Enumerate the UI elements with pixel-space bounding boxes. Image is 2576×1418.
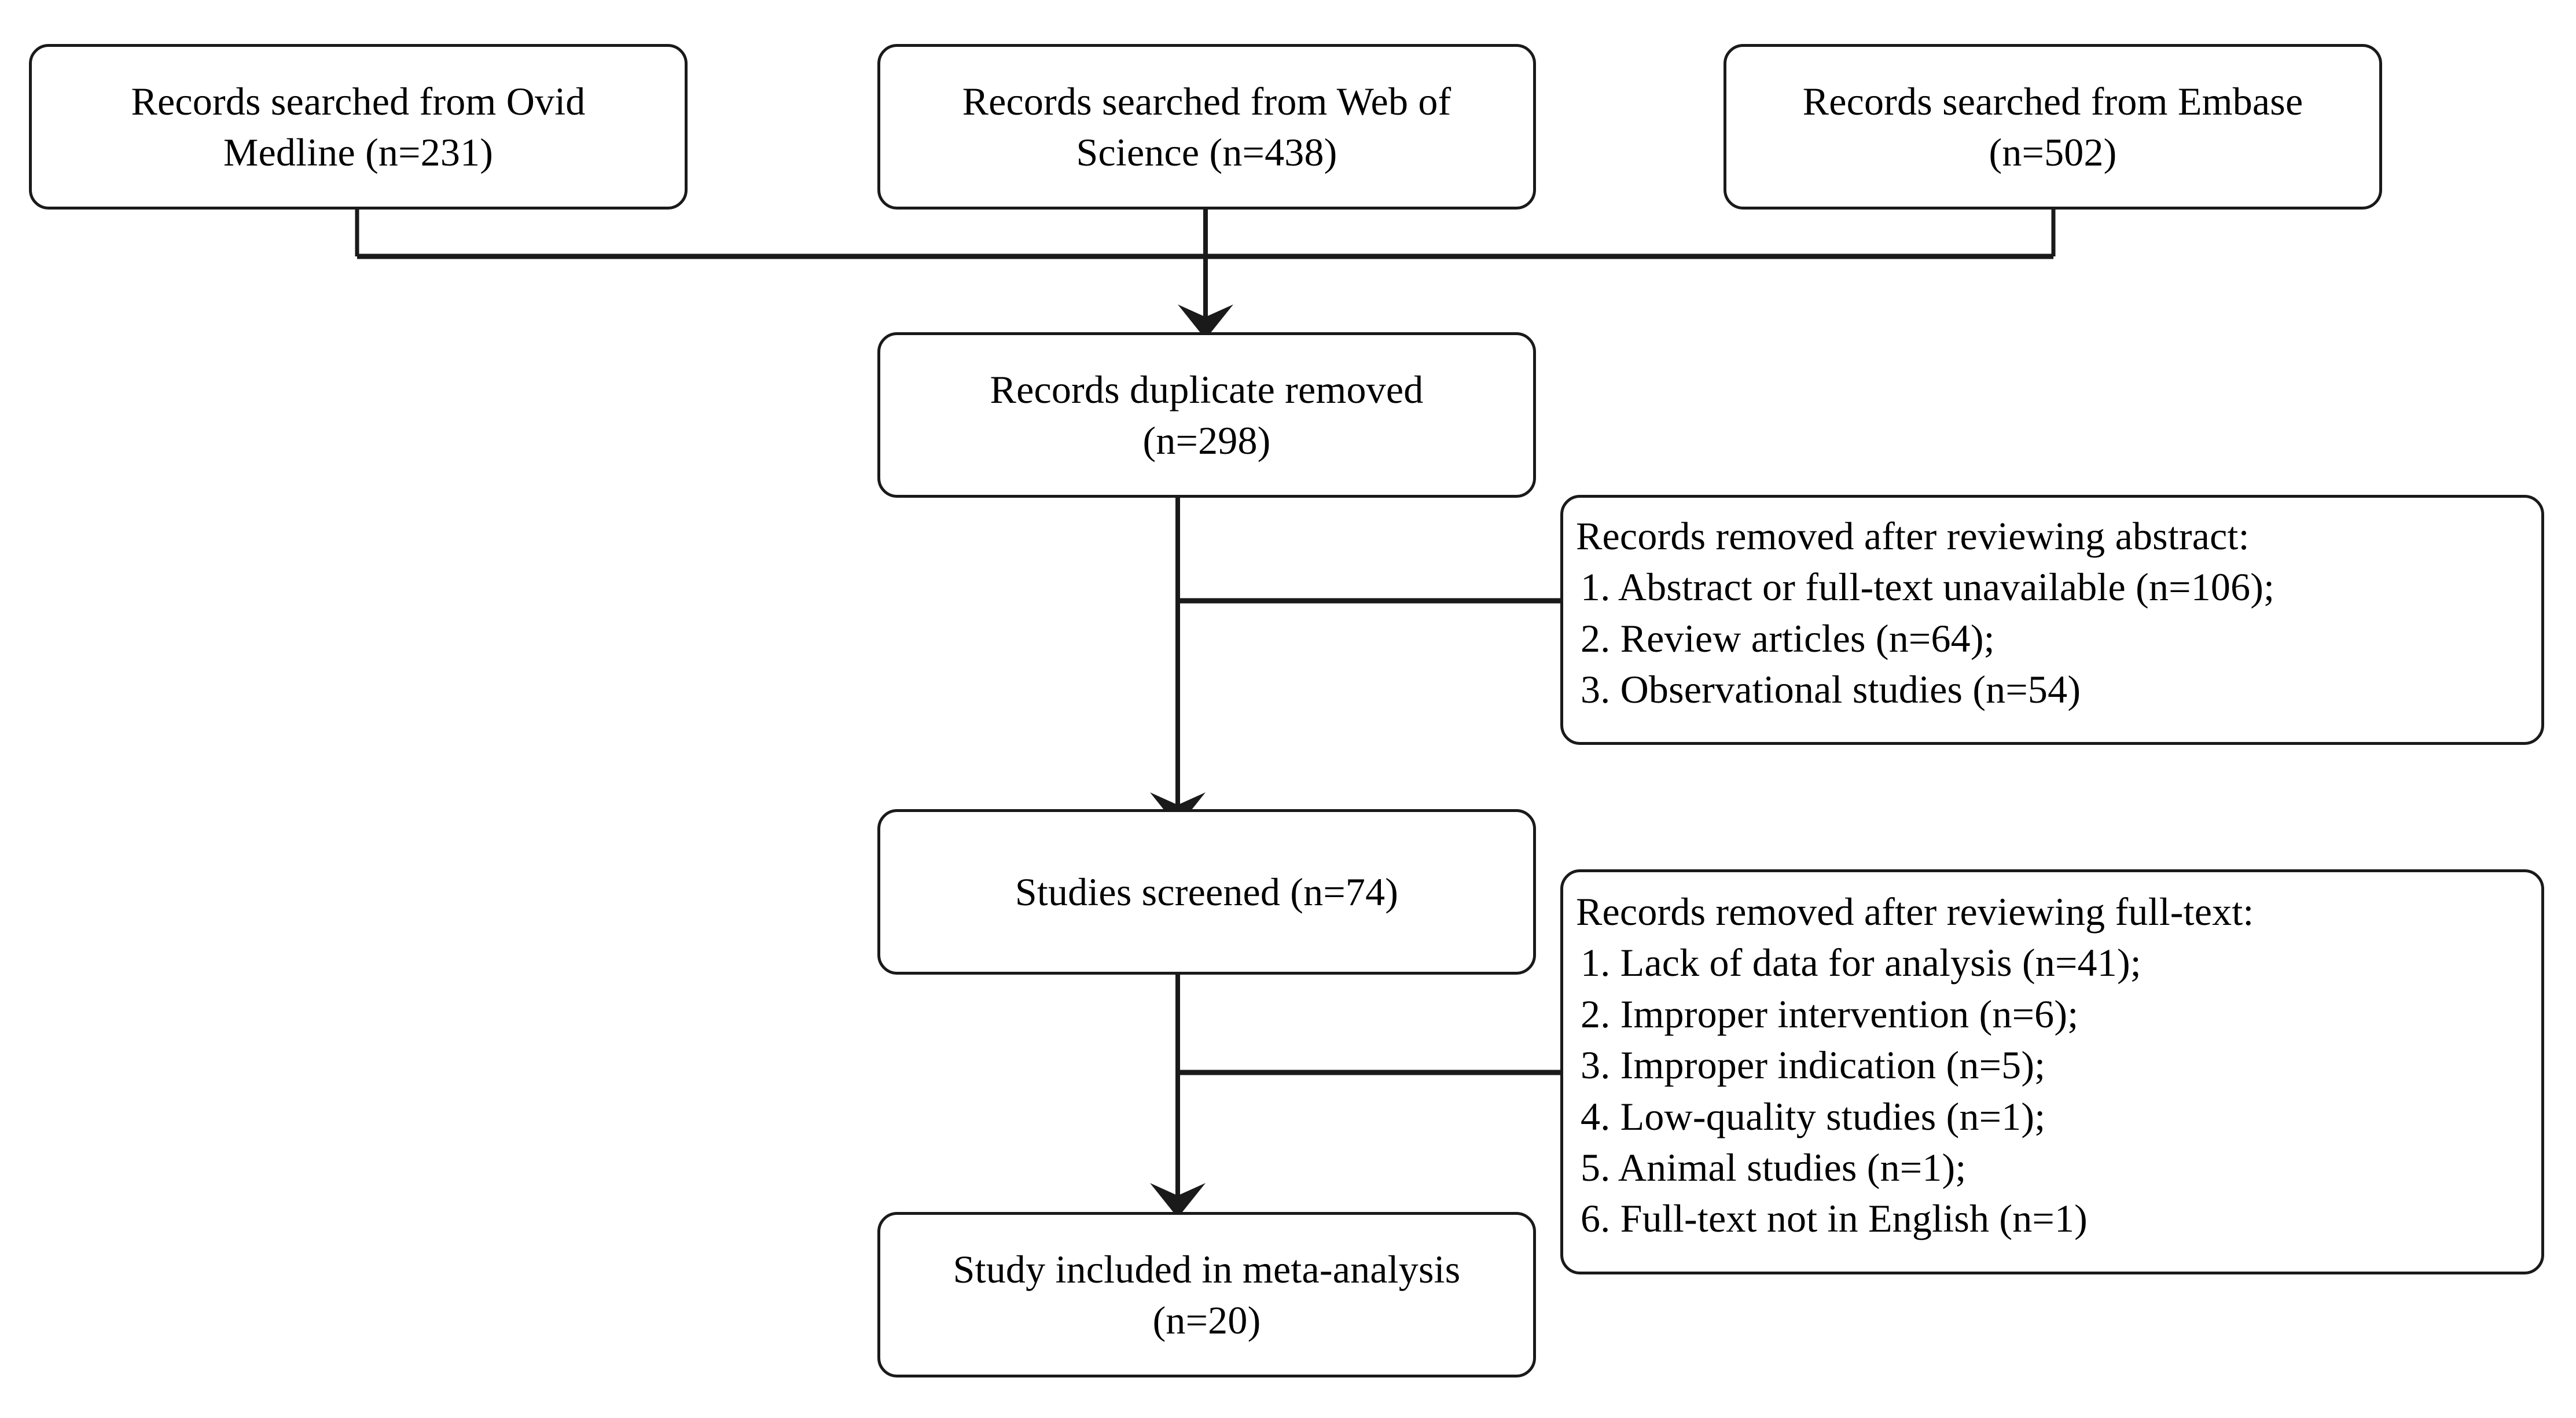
exclusion-abstract-item-1: 1. Abstract or full-text unavailable (n=… (1581, 565, 2275, 609)
source-embase-line2: (n=502) (1989, 130, 2117, 174)
exclusion-fulltext-item-5: 5. Animal studies (n=1); (1581, 1145, 1967, 1189)
stage-duplicates-line2: (n=298) (1142, 418, 1271, 462)
source-box-embase[interactable]: Records searched from Embase (n=502) (1724, 44, 2382, 210)
exclusion-fulltext-item-6: 6. Full-text not in English (n=1) (1581, 1196, 2088, 1241)
exclusion-box-after-fulltext[interactable]: Records removed after reviewing full-tex… (1560, 869, 2544, 1274)
exclusion-box-after-abstract[interactable]: Records removed after reviewing abstract… (1560, 495, 2544, 745)
exclusion-abstract-heading: Records removed after reviewing abstract… (1576, 514, 2250, 558)
exclusion-fulltext-heading: Records removed after reviewing full-tex… (1576, 890, 2254, 934)
exclusion-fulltext-item-3: 3. Improper indication (n=5); (1581, 1043, 2046, 1088)
stage-box-included-meta-analysis[interactable]: Study included in meta-analysis (n=20) (877, 1212, 1536, 1377)
stage-box-duplicates-removed[interactable]: Records duplicate removed (n=298) (877, 332, 1536, 498)
source-ovid-line1: Records searched from Ovid (131, 79, 586, 123)
stage-screened-line1: Studies screened (n=74) (1015, 869, 1399, 914)
exclusion-abstract-item-2: 2. Review articles (n=64); (1581, 616, 1995, 660)
source-embase-line1: Records searched from Embase (1802, 79, 2303, 123)
source-box-ovid-medline[interactable]: Records searched from Ovid Medline (n=23… (29, 44, 688, 210)
stage-included-line2: (n=20) (1152, 1298, 1261, 1342)
source-wos-line1: Records searched from Web of (962, 79, 1451, 123)
exclusion-abstract-item-3: 3. Observational studies (n=54) (1581, 667, 2081, 712)
stage-duplicates-line1: Records duplicate removed (990, 367, 1424, 412)
stage-box-studies-screened[interactable]: Studies screened (n=74) (877, 809, 1536, 975)
exclusion-fulltext-item-4: 4. Low-quality studies (n=1); (1581, 1094, 2046, 1138)
exclusion-fulltext-item-2: 2. Improper intervention (n=6); (1581, 991, 2079, 1036)
source-ovid-line2: Medline (n=231) (223, 130, 494, 174)
source-wos-line2: Science (n=438) (1076, 130, 1337, 174)
exclusion-fulltext-item-1: 1. Lack of data for analysis (n=41); (1581, 941, 2141, 985)
stage-included-line1: Study included in meta-analysis (953, 1247, 1461, 1291)
source-box-web-of-science[interactable]: Records searched from Web of Science (n=… (877, 44, 1536, 210)
